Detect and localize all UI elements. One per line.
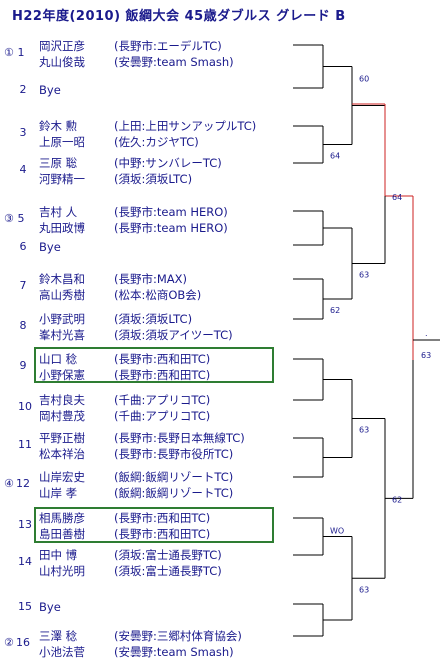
player-club: (飯綱:飯綱リゾートTC) bbox=[114, 470, 234, 484]
player-name: 三原 聡 bbox=[39, 156, 78, 170]
player-club: (千曲:アプリコTC) bbox=[114, 409, 211, 423]
player-club: (中野:サンバレーTC) bbox=[114, 156, 222, 170]
player-club: (長野市:team HERO) bbox=[114, 205, 228, 219]
seed-mark: ① bbox=[4, 46, 14, 59]
bye-label: Bye bbox=[39, 240, 61, 254]
player-name: 田中 博 bbox=[39, 548, 78, 562]
score-label: 62 bbox=[392, 495, 402, 504]
score-label: 63 bbox=[359, 585, 369, 594]
player-name: 鈴木昌和 bbox=[39, 272, 85, 286]
player-club: (安曇野:team Smash) bbox=[114, 645, 234, 659]
player-club: (須坂:富士通長野TC) bbox=[114, 564, 222, 578]
draw-number: 5 bbox=[17, 212, 25, 225]
player-club: (飯綱:飯綱リゾートTC) bbox=[114, 486, 234, 500]
player-club: (長野市:エーデルTC) bbox=[114, 39, 222, 53]
player-name: 平野正樹 bbox=[39, 431, 85, 445]
draw-number: 7 bbox=[19, 279, 27, 292]
player-name: 上原一昭 bbox=[39, 135, 85, 149]
draw-number: 2 bbox=[19, 83, 27, 96]
player-name: 岡沢正彦 bbox=[39, 39, 85, 53]
score-label: 63 bbox=[359, 426, 369, 435]
player-name: 小野武明 bbox=[39, 312, 85, 326]
score-label: 64 bbox=[392, 193, 402, 202]
player-name: 相馬勝彦 bbox=[39, 511, 85, 525]
player-club: (長野市:MAX) bbox=[114, 272, 188, 286]
draw-number: 8 bbox=[19, 319, 27, 332]
player-name: 吉村 人 bbox=[39, 205, 78, 219]
player-name: 高山秀樹 bbox=[39, 288, 85, 302]
player-name: 小池法菅 bbox=[39, 645, 85, 659]
draw-number: 6 bbox=[19, 240, 27, 253]
bye-label: Bye bbox=[39, 600, 61, 614]
player-club: (長野市:team HERO) bbox=[114, 221, 228, 235]
player-name: 河野精一 bbox=[39, 172, 85, 186]
player-name: 山村光明 bbox=[39, 564, 85, 578]
player-club: (松本:松商OB会) bbox=[114, 288, 202, 302]
score-label: 60 bbox=[359, 75, 369, 84]
seed-mark: ④ bbox=[4, 477, 14, 490]
bye-label: Bye bbox=[39, 83, 61, 97]
draw-number: 9 bbox=[19, 359, 27, 372]
player-club: (長野市:西和田TC) bbox=[114, 527, 211, 541]
player-club: (長野市:長野日本無線TC) bbox=[114, 431, 245, 445]
player-club: (長野市:西和田TC) bbox=[114, 352, 211, 366]
player-name: 吉村良夫 bbox=[39, 393, 85, 407]
player-name: 三澤 稔 bbox=[39, 629, 78, 643]
score-label: 64 bbox=[330, 152, 340, 161]
seed-mark: ② bbox=[4, 636, 14, 649]
player-club: (須坂:富士通長野TC) bbox=[114, 548, 222, 562]
score-label: . bbox=[425, 329, 428, 338]
player-club: (長野市:西和田TC) bbox=[114, 511, 211, 525]
player-club: (須坂:須坂アイツーTC) bbox=[114, 328, 233, 342]
draw-number: 4 bbox=[19, 163, 27, 176]
player-name: 丸田政博 bbox=[39, 221, 85, 235]
player-name: 松本祥治 bbox=[39, 447, 85, 461]
player-name: 山岸 孝 bbox=[39, 486, 78, 500]
player-club: (上田:上田サンアップルTC) bbox=[114, 119, 257, 133]
player-club: (安曇野:三郷村体育協会) bbox=[114, 629, 242, 643]
player-name: 島田善樹 bbox=[39, 527, 85, 541]
highlight-box bbox=[34, 347, 274, 383]
score-label: 63 bbox=[421, 351, 431, 360]
player-name: 小野保憲 bbox=[39, 368, 85, 382]
draw-number: 3 bbox=[19, 126, 27, 139]
draw-number: 1 bbox=[17, 46, 25, 59]
player-club: (長野市:長野市役所TC) bbox=[114, 447, 234, 461]
player-name: 山口 稔 bbox=[39, 352, 78, 366]
player-name: 丸山俊哉 bbox=[39, 55, 85, 69]
seed-mark: ③ bbox=[4, 212, 14, 225]
player-club: (長野市:西和田TC) bbox=[114, 368, 211, 382]
player-club: (千曲:アプリコTC) bbox=[114, 393, 211, 407]
player-name: 鈴木 勲 bbox=[39, 119, 78, 133]
highlight-box bbox=[34, 507, 274, 543]
player-club: (佐久:カジヤTC) bbox=[114, 135, 199, 149]
player-name: 山岸宏史 bbox=[39, 470, 85, 484]
player-club: (須坂:須坂LTC) bbox=[114, 312, 193, 326]
player-name: 峯村光喜 bbox=[39, 328, 85, 342]
player-club: (須坂:須坂LTC) bbox=[114, 172, 193, 186]
score-label: 63 bbox=[359, 271, 369, 280]
score-label: WO bbox=[330, 527, 344, 536]
score-label: 62 bbox=[330, 306, 340, 315]
player-name: 岡村豊茂 bbox=[39, 409, 85, 423]
player-club: (安曇野:team Smash) bbox=[114, 55, 234, 69]
page-title: H22年度(2010) 飯綱大会 45歳ダブルス グレード B bbox=[12, 9, 346, 24]
